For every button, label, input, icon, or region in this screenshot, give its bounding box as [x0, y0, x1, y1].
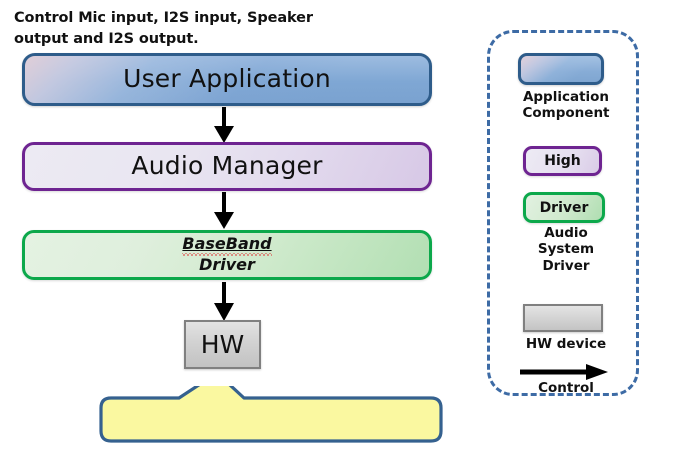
block-hw-device[interactable]: HW: [184, 320, 261, 369]
block-baseband-driver[interactable]: BaseBand Driver: [22, 230, 432, 280]
legend-caption-hw-device: HW device: [525, 336, 607, 352]
arrow-baseband-driver-to-hw: [214, 282, 234, 321]
block-baseband-driver-label-line1: BaseBand: [182, 234, 272, 256]
block-audio-manager-label: Audio Manager: [131, 151, 323, 181]
block-user-application[interactable]: User Application: [22, 53, 432, 106]
callout-text: Control Mic input, I2S input, Speaker ou…: [14, 10, 313, 48]
legend-caption-control: Control: [538, 380, 594, 396]
callout-shape: [99, 386, 443, 443]
legend-caption-audio-system-driver: Audio System Driver: [537, 225, 595, 274]
legend-arrow-control-icon: [520, 364, 608, 380]
legend-swatch-application-component: [518, 53, 604, 85]
legend-swatch-driver-label: Driver: [539, 199, 589, 216]
block-audio-manager[interactable]: Audio Manager: [22, 142, 432, 191]
legend-swatch-driver: Driver: [523, 192, 605, 223]
block-user-application-label: User Application: [123, 64, 331, 94]
arrow-user-application-to-audio-manager: [214, 107, 234, 143]
legend-swatch-high: High: [523, 146, 602, 176]
legend-panel: Application Component High Driver Audio …: [487, 30, 639, 396]
arrow-audio-manager-to-baseband-driver: [214, 192, 234, 229]
block-hw-device-label: HW: [200, 330, 245, 359]
legend-caption-application-component: Application Component: [522, 89, 610, 122]
legend-swatch-hw-device: [523, 304, 603, 332]
block-baseband-driver-label-line2: Driver: [199, 254, 255, 274]
legend-swatch-high-label: High: [544, 153, 581, 169]
callout-balloon[interactable]: [99, 386, 443, 443]
